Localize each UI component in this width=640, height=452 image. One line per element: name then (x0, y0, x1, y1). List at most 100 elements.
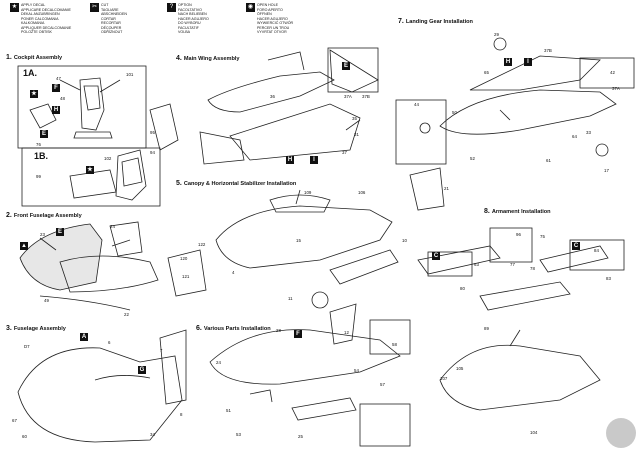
option-marker-icon: G (138, 366, 146, 374)
decal-icon: ★ (10, 3, 19, 12)
part-number: 23 (40, 232, 45, 237)
part-number: 17 (604, 168, 609, 173)
option-marker-icon: F (52, 84, 60, 92)
part-number: 21 (444, 186, 449, 191)
part-number: 105 (456, 366, 464, 371)
decal-icon: ★ (86, 166, 94, 174)
ejection-seat-1b (115, 149, 147, 201)
part-number: 57 (380, 382, 385, 387)
seat-2 (109, 221, 143, 257)
part-number: 60 (22, 434, 27, 439)
part-number: 101 (126, 72, 134, 77)
part-number: 67 (12, 418, 17, 423)
step-1b-label: 1B. (34, 151, 49, 161)
part-number: 37A (612, 86, 620, 91)
part-number: 121 (182, 274, 190, 279)
gear-inset-right (579, 57, 635, 89)
instrument-panel (29, 103, 57, 129)
part-number: 65 (484, 70, 489, 75)
option-marker-icon: H (286, 156, 294, 164)
option-marker-icon: I (310, 156, 318, 164)
step-6-title: 6.Various Parts Installation (196, 325, 271, 332)
part-number: 33 (586, 130, 591, 135)
part-number: 51 (226, 408, 231, 413)
part-number: 58 (392, 342, 397, 347)
part-number: 75 (540, 234, 545, 239)
option-marker-icon: C (432, 252, 440, 260)
wheel-1 (493, 37, 507, 51)
part-number: 50 (452, 110, 457, 115)
option-marker-icon: H (504, 58, 512, 66)
aircraft-body-step8 (439, 344, 601, 411)
option-marker-icon: I (524, 58, 532, 66)
part-number: 53 (236, 432, 241, 437)
option-marker-icon: E (342, 62, 350, 70)
part-number: 83 (606, 276, 611, 281)
part-number: 29 (494, 32, 499, 37)
part-number: 44 (414, 102, 419, 107)
wing-gear (469, 55, 601, 91)
weapon-pod-2 (479, 281, 571, 311)
part-number: 35 (352, 116, 357, 121)
ejection-seat-1a (79, 77, 105, 131)
part-number: 12 (344, 330, 349, 335)
part-number: 7 (160, 348, 163, 353)
inset-box-6b (359, 403, 411, 447)
pylon-box-1 (427, 251, 473, 277)
weapon-pod-1 (417, 245, 501, 275)
part-number: 76 (36, 142, 41, 147)
step-3-title: 3.Fuselage Assembly (6, 325, 66, 332)
part-number: 8 (180, 412, 183, 417)
wing-flap-part (291, 397, 357, 421)
part-number: 95 (150, 130, 155, 135)
part-number: 48 (60, 96, 65, 101)
part-number: 37 (342, 150, 347, 155)
wheel-3 (595, 143, 609, 157)
option-marker-icon: E (40, 130, 48, 138)
step-4-title: 4.Main Wing Assembly (176, 55, 240, 62)
part-number: 28 (276, 328, 281, 333)
part-number: 107 (440, 376, 448, 381)
step-5-title: 5.Canopy & Horizontal Stabilizer Install… (176, 180, 297, 187)
vertical-tail (329, 303, 357, 345)
tail-fin (159, 329, 187, 405)
intake (311, 291, 329, 309)
part-number: 96 (516, 232, 521, 237)
main-wing (229, 103, 361, 161)
part-number: 63 (474, 262, 479, 267)
part-number: 61 (546, 158, 551, 163)
part-number: 122 (198, 242, 206, 247)
part-number: 15 (296, 238, 301, 243)
aircraft-body-step5 (215, 205, 393, 269)
part-number: 49 (44, 298, 49, 303)
seat-detail (149, 103, 179, 151)
part-number: 34 (150, 432, 155, 437)
cockpit-tub-1b (69, 169, 117, 199)
part-number: 77 (510, 262, 515, 267)
part-number: 4 (232, 270, 235, 275)
pylon-box-3 (569, 239, 625, 271)
part-number: 37A (344, 94, 352, 99)
part-number: 22 (124, 312, 129, 317)
decal-icon: ★ (30, 90, 38, 98)
option-marker-icon: H (52, 106, 60, 114)
part-number: 37B (544, 48, 552, 53)
part-number: D7 (24, 344, 30, 349)
cockpit-tub-1a (73, 131, 113, 139)
inset-box-6a (369, 319, 411, 355)
part-number: 37B (362, 94, 370, 99)
part-number: 120 (180, 256, 188, 261)
canopy (269, 194, 331, 213)
watermark-logo (606, 418, 636, 448)
option-icon: ? (167, 3, 176, 12)
part-number: 11 (288, 296, 293, 301)
cut-icon: ✂ (90, 3, 99, 12)
part-number: 10 (402, 238, 407, 243)
aircraft-body-step6 (209, 329, 401, 385)
part-number: 42 (610, 70, 615, 75)
